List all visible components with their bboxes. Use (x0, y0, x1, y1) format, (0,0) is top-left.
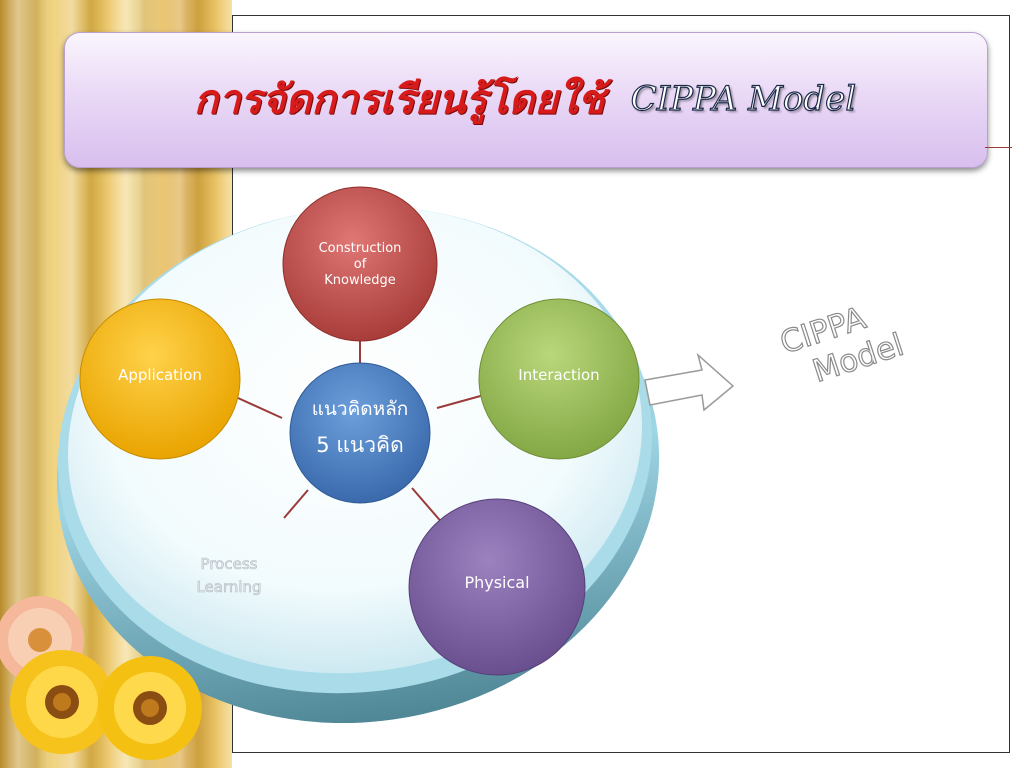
center-line2: 5 แนวคิด (316, 433, 403, 457)
title-thai-text: การจัดการเรียนรู้โดยใช้ (193, 76, 605, 123)
node-application-label: Application (118, 366, 202, 384)
node-center: แนวคิดหลัก 5 แนวคิด (289, 362, 431, 504)
center-line1: แนวคิดหลัก (312, 398, 409, 420)
title-english-text: CIPPA Model (630, 78, 857, 119)
node-physical-label: Physical (464, 573, 529, 592)
node-construction-line1: Construction (319, 241, 402, 256)
right-arrow-icon (644, 352, 735, 412)
node-construction-line2: of (354, 257, 367, 272)
node-construction-line3: Knowledge (324, 273, 395, 288)
cippa-model-label: CIPPA Model (775, 300, 908, 391)
title-banner (64, 32, 988, 168)
page-title: การจัดการเรียนรู้โดยใช้ CIPPA Model (64, 32, 986, 166)
connector-application (237, 397, 283, 419)
process-label-line2: Learning (196, 578, 261, 596)
node-construction: Construction of Knowledge (282, 186, 438, 342)
title-accent-line (985, 147, 1012, 148)
process-learning-label: Process Learning (196, 555, 262, 597)
connector-physical (411, 487, 445, 526)
node-physical: Physical (408, 498, 586, 676)
connector-process (283, 489, 309, 519)
connector-interaction (436, 394, 485, 409)
node-interaction-label: Interaction (518, 366, 599, 384)
node-interaction: Interaction (478, 298, 640, 460)
process-label-line1: Process (201, 555, 258, 573)
node-application: Application (79, 298, 241, 460)
flower-decoration-icon (0, 596, 202, 760)
